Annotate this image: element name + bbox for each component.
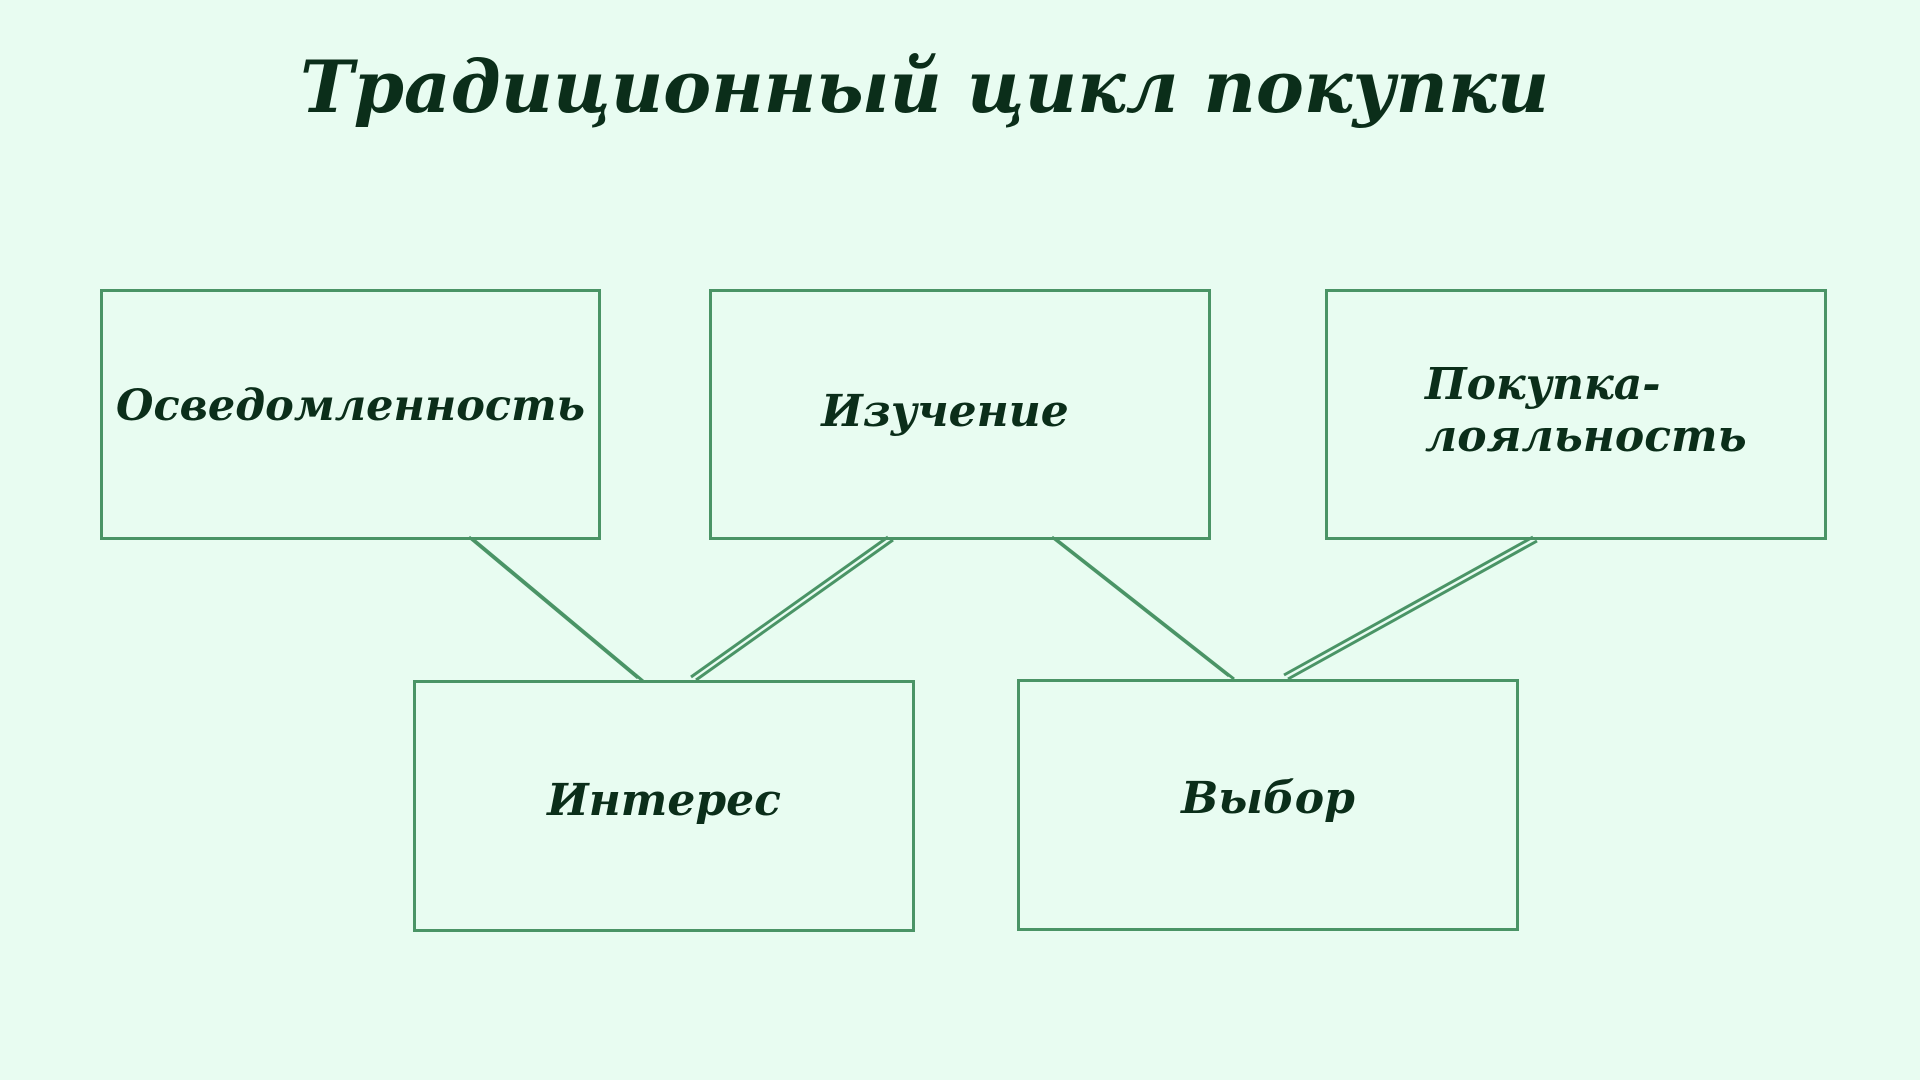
connector-study-interest [690,535,894,682]
box-study-label: Изучение [821,386,1069,437]
box-interest: Интерес [413,680,915,932]
connector-study-choice [1051,535,1235,681]
connector-purchase-choice [1283,535,1538,681]
box-awareness-label: Осведомленность [116,380,585,431]
box-choice-label: Выбор [1181,773,1355,824]
diagram-title: Традиционный цикл покупки [300,44,1550,129]
box-interest-label: Интерес [547,775,781,826]
box-choice: Выбор [1017,679,1519,931]
box-awareness: Осведомленность [100,289,601,540]
box-purchase-loyalty-label: Покупка- лояльность [1425,358,1747,462]
connector-awareness-interest [468,535,644,683]
box-study: Изучение [709,289,1211,540]
box-purchase-loyalty: Покупка- лояльность [1325,289,1827,540]
